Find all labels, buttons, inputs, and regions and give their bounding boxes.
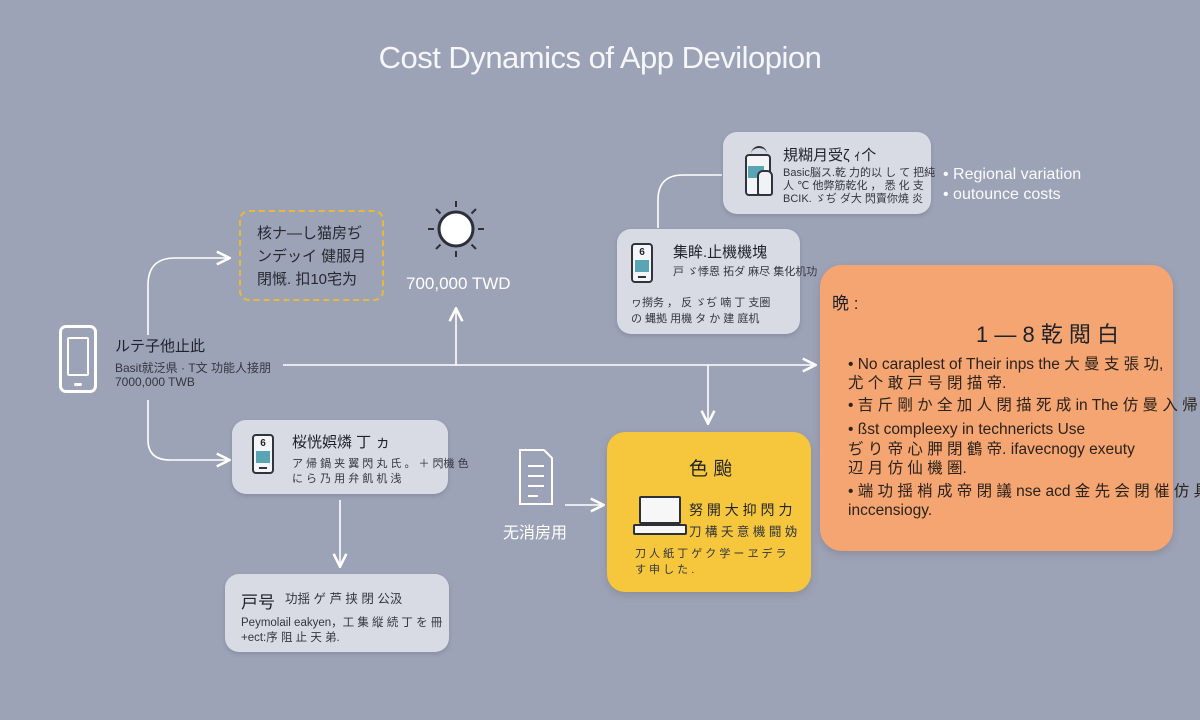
- orange-line-8: inccensiogy.: [848, 502, 933, 519]
- lower-card-line1: ア 帰 鍋 夹 翼 閃 丸 氏 。 ＋ 閃機 色: [292, 458, 469, 470]
- yellow-heading: 色 颱: [689, 459, 733, 480]
- orange-heading: 1 — 8 乾 閲 白: [976, 322, 1120, 347]
- orange-line-5: ぢ り 帝 心 胛 閉 鶴 帝. ifavecnogy exeuty: [848, 441, 1135, 458]
- lower-card: 6 桜恍娯燐 丁 ヵ ア 帰 鍋 夹 翼 閃 丸 氏 。 ＋ 閃機 色 に ら …: [232, 420, 469, 494]
- document-icon: [519, 449, 553, 505]
- yellow-line1: 努 開 大 抑 閃 力: [689, 502, 793, 518]
- phone-icon: 6: [631, 243, 653, 283]
- bottom-card-subheading: 功揺 ゲ 芦 挟 閉 公汲: [285, 592, 403, 606]
- bottom-card-heading: 戸号: [241, 593, 275, 612]
- orange-line-1: • No caraplest of Their inps the 大 曼 支 張…: [848, 356, 1164, 373]
- orange-box: 晩 : 1 — 8 乾 閲 白 • No caraplest of Their …: [820, 265, 1200, 551]
- bottom-card-line1: Peymolail eakyen，工 集 縦 続 丁 を 冊: [241, 617, 443, 629]
- left-phone-line1: Basit就泛県 · T文 功能人接朋: [115, 361, 272, 375]
- yellow-line2: 刀 構 夭 意 機 闘 妫: [689, 525, 798, 539]
- bottom-card-line2: +ect:序 阻 止 天 弟.: [241, 632, 340, 644]
- yellow-box: 色 颱 努 開 大 抑 閃 力 刀 構 夭 意 機 闘 妫 刀 人 紙 丁 ゲ …: [607, 432, 811, 592]
- mid-card-line2: ヮ撈务 ， 反 ゞぢ 喃 丁 支圏: [631, 297, 771, 309]
- top-right-line1: Basic脳ス.乾 力的以 し て 把純: [783, 167, 936, 179]
- regional-note-2: • outounce costs: [943, 186, 1061, 203]
- regional-note-1: • Regional variation: [943, 166, 1082, 183]
- top-right-line3: BCIK. ゞぢ ダ大 閃賣你焼 炎: [783, 193, 923, 205]
- mid-card: 6 集眸.止機機塊 戸 ゞ悸恩 拓ダ 麻尽 集化机功 ヮ撈务 ， 反 ゞぢ 喃 …: [617, 229, 817, 334]
- orange-label: 晩 :: [832, 294, 859, 313]
- mid-card-line1: 戸 ゞ悸恩 拓ダ 麻尽 集化机功: [673, 266, 818, 278]
- dashed-note-box: 核ナ—し猫房ぢ ンデッイ 健服月 閉慨. 扣10宅为: [239, 210, 384, 301]
- bottom-card: 戸号 功揺 ゲ 芦 挟 閉 公汲 Peymolail eakyen，工 集 縦 …: [225, 574, 449, 652]
- orange-line-7: • 端 功 揺 梢 成 帝 閉 議 nse acd 金 先 会 閉 催 仿 具: [848, 483, 1200, 500]
- touch-hand-icon: [743, 144, 773, 196]
- orange-line-3: • 吉 斤 剛 か 全 加 人 閉 描 死 成 in The 仿 曼 入 帰 閣: [848, 397, 1200, 414]
- left-phone-line2: 7000,000 TWB: [115, 375, 195, 389]
- top-right-card: 規糊月受ζ ｨ个 Basic脳ス.乾 力的以 し て 把純 人 ℃ 他弊筋乾化 …: [723, 132, 935, 214]
- orange-line-4: • ßst compleexy in technericts Use: [848, 421, 1086, 438]
- arrow-to-lower-card: [147, 400, 228, 460]
- top-right-heading: 規糊月受ζ ｨ个: [783, 147, 877, 164]
- smartphone-icon: [59, 325, 97, 393]
- mid-card-heading: 集眸.止機機塊: [673, 244, 768, 261]
- dashed-line3: 閉慨. 扣10宅为: [257, 271, 358, 288]
- connector-mid-to-top-card: [657, 174, 722, 228]
- dashed-line1: 核ナ—し猫房ぢ: [257, 225, 363, 242]
- page-title: Cost Dynamics of App Devilopion: [378, 40, 822, 75]
- computer-icon: [633, 496, 687, 536]
- yellow-line4: す 申 し た .: [635, 564, 695, 576]
- left-phone-heading: ルテ子他止此: [115, 338, 206, 355]
- document-label: 无消房用: [503, 525, 568, 542]
- arrow-to-dashed-box: [147, 258, 228, 335]
- sun-icon: [428, 201, 484, 257]
- top-right-line2: 人 ℃ 他弊筋乾化 ， 悉 化 支: [783, 180, 924, 192]
- orange-line-6: 辺 月 仿 仙 機 圏.: [848, 460, 967, 477]
- lower-card-heading: 桜恍娯燐 丁 ヵ: [292, 434, 391, 451]
- orange-line-2: 尤 个 敢 戸 号 閉 描 帝.: [848, 375, 1007, 392]
- lower-card-line2: に ら 乃 用 弁 飢 机 浅: [292, 473, 402, 485]
- mid-card-line3: の 蝿拠 用機 タ か 建 庭机: [631, 313, 760, 325]
- phone-icon: 6: [252, 434, 274, 474]
- yellow-line3: 刀 人 紙 丁 ゲ ク 学 ー ヱ デ ラ: [635, 548, 787, 560]
- amount-label: 700,000 TWD: [406, 274, 511, 293]
- dashed-line2: ンデッイ 健服月: [257, 248, 367, 265]
